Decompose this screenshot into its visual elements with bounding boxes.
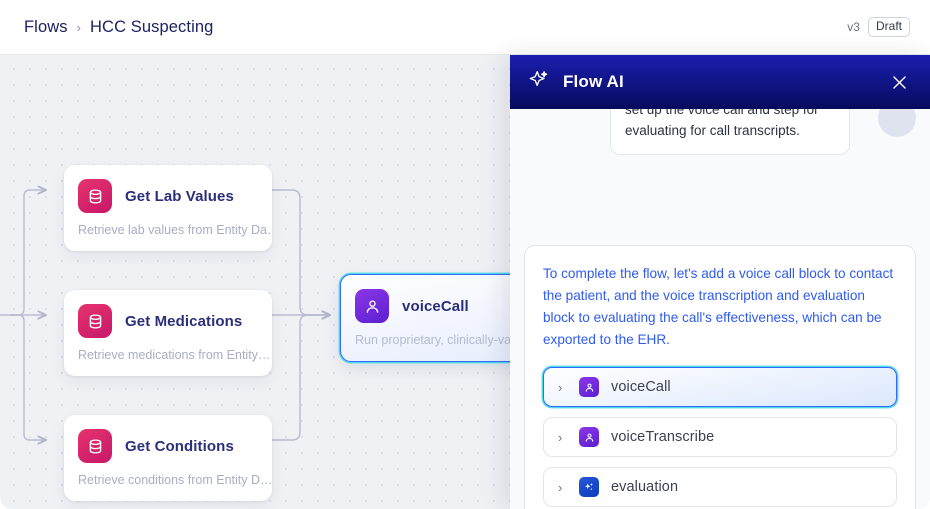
suggested-block-voicecall[interactable]: › voiceCall: [543, 367, 897, 408]
ai-suggestion-card: To complete the flow, let's add a voice …: [524, 245, 916, 509]
database-icon: [78, 179, 112, 213]
node-description: Run proprietary, clinically-va…: [355, 333, 524, 347]
breadcrumb-separator-icon: ›: [76, 19, 82, 35]
node-title: voiceCall: [402, 297, 469, 315]
flow-ai-title: Flow AI: [563, 72, 624, 91]
node-description: Retrieve lab values from Entity Da…: [78, 223, 272, 237]
block-label: voiceTranscribe: [611, 429, 715, 446]
chevron-right-icon[interactable]: ›: [558, 429, 563, 445]
node-header: Get Medications: [64, 290, 272, 348]
suggested-block-voicetranscribe[interactable]: › voiceTranscribe: [543, 417, 897, 458]
database-icon: [78, 429, 112, 463]
breadcrumb-flows-link[interactable]: Flows: [24, 17, 68, 36]
flow-ai-panel: Flow AI set up the voice call and step f…: [510, 55, 930, 509]
node-header: voiceCall: [341, 275, 547, 333]
breadcrumb-current-page: HCC Suspecting: [90, 17, 214, 36]
breadcrumb: Flows › HCC Suspecting: [24, 18, 213, 37]
sparkle-icon: [579, 477, 599, 498]
node-header: Get Conditions: [64, 415, 272, 473]
person-icon: [579, 427, 599, 448]
flow-ai-header: Flow AI: [510, 55, 930, 109]
flow-connectors: [0, 55, 930, 509]
flow-node-get-lab-values[interactable]: Get Lab Values Retrieve lab values from …: [64, 165, 272, 251]
suggested-block-list: › voiceCall ›: [543, 367, 897, 509]
block-label: evaluation: [611, 479, 679, 496]
node-title: Get Conditions: [125, 437, 234, 455]
person-icon: [579, 377, 599, 398]
flow-node-get-medications[interactable]: Get Medications Retrieve medications fro…: [64, 290, 272, 376]
chat-message-assistant: set up the voice call and step for evalu…: [610, 109, 850, 155]
node-title: Get Lab Values: [125, 187, 234, 205]
chevron-right-icon[interactable]: ›: [558, 479, 563, 495]
node-description: Retrieve conditions from Entity D…: [78, 473, 272, 487]
flow-node-get-conditions[interactable]: Get Conditions Retrieve conditions from …: [64, 415, 272, 501]
chevron-right-icon[interactable]: ›: [558, 379, 563, 395]
top-bar: Flows › HCC Suspecting v3 Draft: [0, 0, 930, 55]
block-label: voiceCall: [611, 379, 671, 396]
node-description: Retrieve medications from Entity…: [78, 348, 271, 362]
suggested-block-evaluation[interactable]: › evaluation: [543, 467, 897, 508]
node-title: Get Medications: [125, 312, 243, 330]
status-badge[interactable]: Draft: [867, 16, 910, 38]
node-header: Get Lab Values: [64, 165, 272, 223]
sparkle-icon: [528, 69, 550, 96]
ai-suggestion-text: To complete the flow, let's add a voice …: [543, 266, 894, 348]
person-icon: [355, 289, 389, 323]
close-icon[interactable]: [886, 69, 912, 95]
database-icon: [78, 304, 112, 338]
flow-ai-body[interactable]: set up the voice call and step for evalu…: [510, 109, 930, 509]
top-bar-right: v3 Draft: [847, 16, 910, 38]
version-label: v3: [847, 20, 860, 34]
avatar: [878, 109, 916, 137]
